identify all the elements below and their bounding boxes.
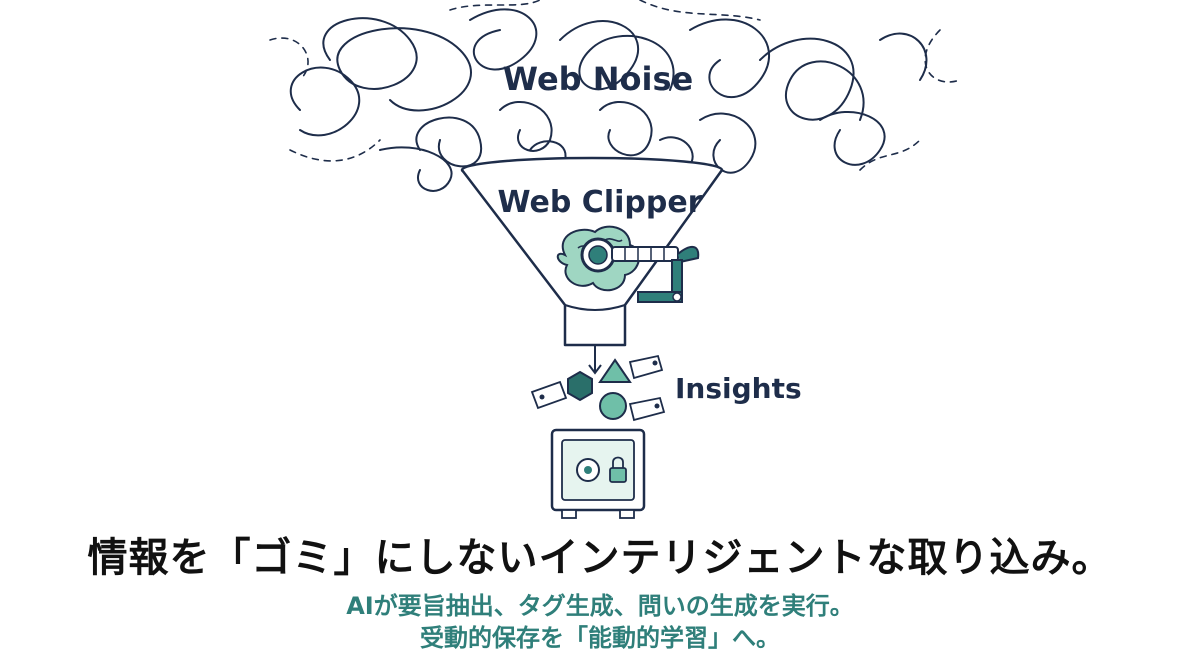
funnel-diagram: Web Noise Web Clipper: [269, 0, 961, 519]
subtitle-line-2: 受動的保存を「能動的学習」へ。: [420, 624, 780, 652]
noise-scribbles: [289, 8, 928, 192]
web-noise-label: Web Noise: [503, 60, 693, 98]
headline: 情報を「ゴミ」にしないインテリジェントな取り込み。: [87, 535, 1113, 581]
hexagon-icon: [567, 370, 593, 402]
robot-arm-icon: [637, 246, 700, 303]
noise-dashes: [269, 0, 961, 171]
circle-icon: [599, 392, 627, 420]
subtitle-line-1: AIが要旨抽出、タグ生成、問いの生成を実行。: [346, 592, 854, 620]
triangle-icon: [598, 358, 632, 383]
insight-shapes: [530, 354, 666, 422]
down-arrow-icon: [588, 346, 602, 375]
magnifier-icon: [580, 237, 679, 273]
web-clipper-label: Web Clipper: [498, 185, 703, 220]
safe-icon: [550, 428, 646, 519]
insights-label: Insights: [675, 372, 802, 405]
